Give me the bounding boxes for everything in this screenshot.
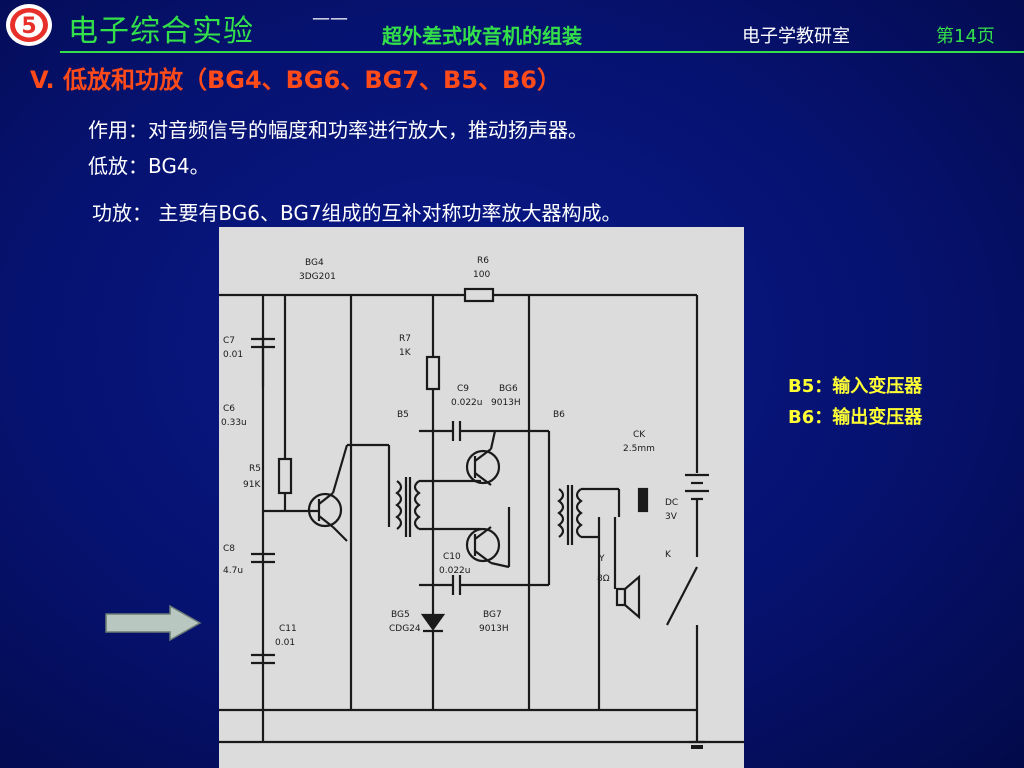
body-line-preamp: 低放：BG4。	[88, 154, 210, 178]
body-line-function: 作用：对音频信号的幅度和功率进行放大，推动扬声器。	[88, 118, 588, 142]
label-c8: C8	[223, 544, 235, 554]
label-r6-value: 100	[473, 270, 490, 280]
page-number: 第14页	[936, 26, 995, 47]
section-title: V. 低放和功放（BG4、BG6、BG7、B5、B6）	[30, 66, 562, 94]
legend-b6-output-transformer: B6：输出变压器	[788, 407, 923, 428]
slide-header: 5 电子综合实验 —— 超外差式收音机的组装 电子学教研室 第14页	[0, 0, 1024, 53]
label-y-value: 8Ω	[597, 574, 610, 584]
label-r5-value: 91K	[243, 480, 261, 490]
pointer-arrow-icon	[105, 604, 202, 642]
label-c6: C6	[223, 404, 235, 414]
label-r5: R5	[249, 464, 261, 474]
header-divider	[60, 51, 1024, 53]
label-k: K	[665, 550, 672, 560]
label-c11-value: 0.01	[275, 638, 295, 648]
title-dash: ——	[312, 8, 348, 29]
label-c8-value: 4.7u	[223, 566, 243, 576]
label-c7-value: 0.01	[223, 350, 243, 360]
label-bg5: BG5	[391, 610, 410, 620]
label-y: Y	[598, 554, 605, 564]
label-dc-value: 3V	[665, 512, 678, 522]
school-logo-icon: 5	[6, 4, 52, 46]
label-c7: C7	[223, 336, 235, 346]
course-subtitle: 超外差式收音机的组装	[382, 24, 582, 48]
department-label: 电子学教研室	[742, 26, 850, 47]
label-r7-value: 1K	[399, 348, 412, 358]
amplifier-schematic: BG4 3DG201 R6 100 C7 0.01 R7 1K C9 0.022…	[219, 227, 744, 768]
label-bg6-type: 9013H	[491, 398, 521, 408]
label-r6: R6	[477, 256, 489, 266]
label-b5: B5	[397, 410, 409, 420]
label-ck-value: 2.5mm	[623, 444, 655, 454]
logo-letter: 5	[21, 14, 36, 39]
label-c10-value: 0.022u	[439, 566, 470, 576]
label-c9-value: 0.022u	[451, 398, 482, 408]
label-c10: C10	[443, 552, 461, 562]
label-bg5-type: CDG24	[389, 624, 421, 634]
label-bg4: BG4	[305, 258, 324, 268]
label-bg7-type: 9013H	[479, 624, 509, 634]
label-c9: C9	[457, 384, 469, 394]
label-bg4-type: 3DG201	[299, 272, 336, 282]
label-b6: B6	[553, 410, 565, 420]
label-dc: DC	[665, 498, 678, 508]
legend-b5-input-transformer: B5：输入变压器	[788, 376, 923, 397]
label-r7: R7	[399, 334, 411, 344]
label-bg6: BG6	[499, 384, 518, 394]
label-ck: CK	[633, 430, 646, 440]
label-c11: C11	[279, 624, 297, 634]
label-c6-value: 0.33u	[221, 418, 247, 428]
body-line-power-amp: 功放： 主要有BG6、BG7组成的互补对称功率放大器构成。	[92, 201, 622, 225]
label-bg7: BG7	[483, 610, 502, 620]
course-title: 电子综合实验	[68, 14, 254, 49]
schematic-drawing: BG4 3DG201 R6 100 C7 0.01 R7 1K C9 0.022…	[219, 256, 744, 749]
